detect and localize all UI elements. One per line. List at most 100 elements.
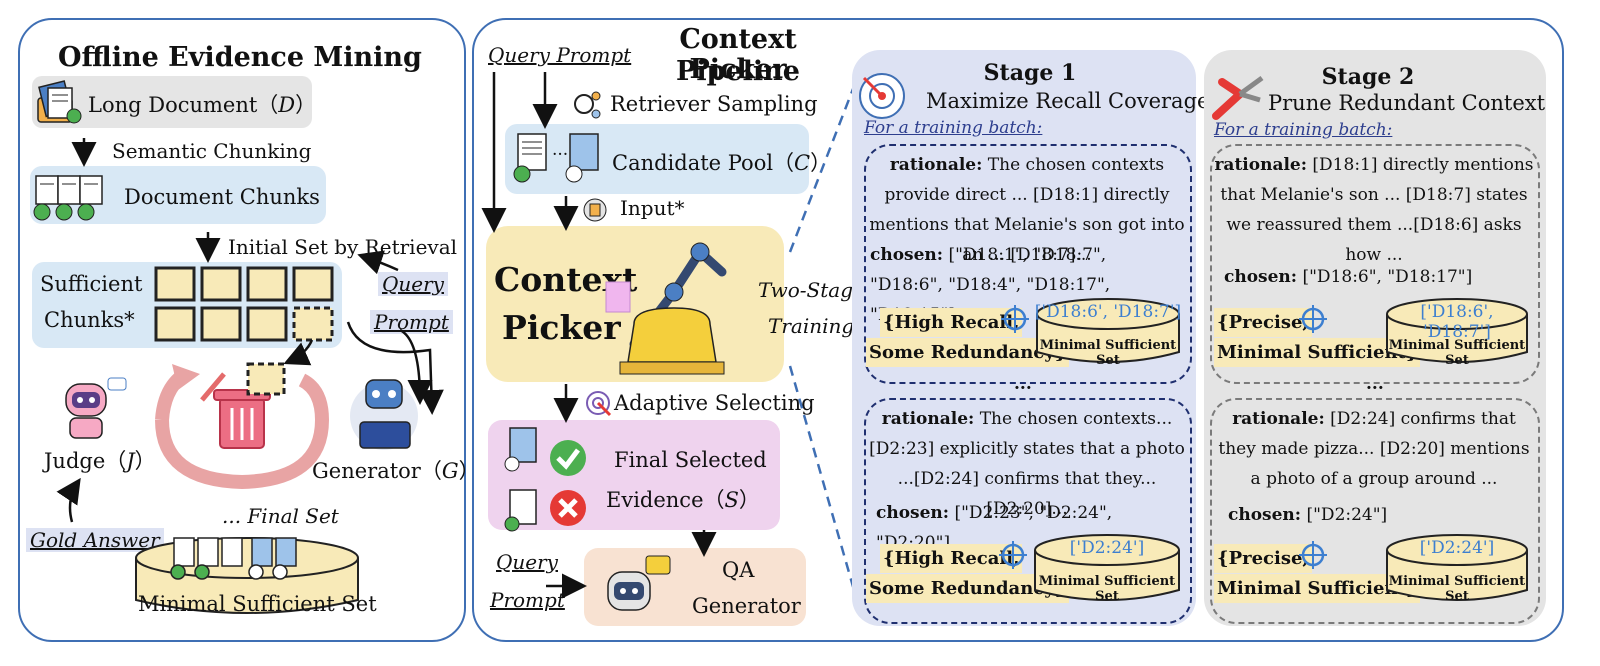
- stage2-box2-set: ['D2:24'] Minimal Sufficient Set: [1384, 532, 1530, 606]
- qa-label-1: QA: [722, 558, 755, 582]
- stage2-subtitle: Prune Redundant Context: [1268, 91, 1546, 115]
- document-chunks-icon: [32, 170, 112, 226]
- stage1-box1-tag-1: {High Recall,: [880, 308, 1023, 337]
- stage1-box1-rationale: rationale: The chosen contexts provide d…: [868, 150, 1186, 270]
- rationale-text: The chosen contexts... [D2:23] explicitl…: [869, 409, 1185, 519]
- chosen-text: ["D2:24"]: [1301, 505, 1388, 525]
- pruning-shears-icon: [1210, 72, 1266, 122]
- set-label: Minimal Sufficient Set: [1038, 574, 1176, 604]
- cross-icon: [548, 488, 588, 528]
- stage1-box2-tag-1: {High Recall,: [880, 544, 1023, 573]
- judge-robot-icon: [52, 374, 132, 442]
- minimal-set-label: Minimal Sufficient Set: [138, 592, 377, 616]
- rationale-text: [D2:24] confirms that they made pizza...…: [1218, 409, 1530, 489]
- stage2-box1: [1210, 144, 1540, 384]
- crosshair-icon: [998, 540, 1028, 570]
- stage1-dots: ...: [1014, 374, 1032, 394]
- sufficient-chunks-label-1: Sufficient: [40, 272, 143, 296]
- stage2-box1-tag-1: {Precise,: [1214, 308, 1312, 337]
- left-prompt-label: Prompt: [370, 310, 453, 334]
- crosshair-icon: [1298, 540, 1328, 570]
- qa-label-2: Generator: [692, 594, 801, 618]
- stage1-subtitle: Maximize Recall Coverage: [926, 89, 1210, 113]
- selected-docs-icon: [500, 424, 546, 532]
- query-prompt-label: Query Prompt: [488, 43, 632, 67]
- two-stage-label-1: Two-Stage: [758, 278, 865, 302]
- stage1-batch-label: For a training batch:: [864, 118, 1043, 138]
- stage1-box2-rationale: rationale: The chosen contexts... [D2:23…: [868, 404, 1186, 524]
- chosen-label: chosen:: [1228, 505, 1302, 525]
- chosen-label: chosen:: [1224, 267, 1298, 287]
- set-value: ['D18:6', 'D18:7']: [1034, 302, 1182, 322]
- rationale-label: rationale:: [889, 155, 983, 175]
- rationale-label: rationale:: [1214, 155, 1308, 175]
- set-label: Minimal Sufficient Set: [1039, 338, 1177, 368]
- final-chunks-icon: [170, 534, 310, 584]
- two-stage-label-2: Training: [768, 314, 855, 338]
- input-label: Input*: [620, 196, 685, 220]
- context-picker-label-2: Picker: [502, 308, 621, 347]
- stage2-box2-rationale: rationale: [D2:24] confirms that they ma…: [1214, 404, 1534, 494]
- adaptive-selecting-label: Adaptive Selecting: [614, 391, 815, 415]
- long-document-label: Long Document（𝐷）: [88, 93, 317, 117]
- rationale-text: The chosen contexts provide direct ... […: [869, 155, 1185, 265]
- pipeline-title-2: Pipeline: [676, 56, 800, 87]
- chosen-label: chosen:: [870, 245, 944, 265]
- generator-robot-icon: [344, 372, 428, 452]
- gold-answer-label: Gold Answer: [26, 528, 164, 552]
- candidate-pool-label: Candidate Pool（𝐶）: [612, 151, 832, 175]
- recycle-trash-icon: [142, 360, 332, 490]
- set-value: ['D2:24']: [1069, 538, 1145, 558]
- initial-set-label: Initial Set by Retrieval: [228, 235, 458, 259]
- stage2-box2-chosen: chosen: ["D2:24"]: [1228, 500, 1528, 530]
- stage2-box1-chosen: chosen: ["D18:6", "D18:17"]: [1224, 262, 1524, 292]
- stage2-box2-tag-1: {Precise,: [1214, 544, 1312, 573]
- set-value: ['D2:24']: [1419, 538, 1495, 558]
- offline-mining-title: Offline Evidence Mining: [58, 42, 422, 73]
- stage2-box2: [1210, 398, 1540, 624]
- stage2-title: Stage 2: [1321, 64, 1415, 90]
- rationale-label: rationale:: [1232, 409, 1325, 429]
- adaptive-icon: [584, 389, 614, 419]
- final-selected-label-2: Evidence（𝑆）: [606, 488, 760, 512]
- document-chunks-label: Document Chunks: [124, 185, 320, 209]
- sufficient-chunks-label-2: Chunks*: [44, 308, 135, 332]
- stage1-box1-tag-2: Some Redundancy}: [866, 338, 1070, 367]
- qa-robot-icon: [600, 552, 680, 622]
- semantic-chunking-label: Semantic Chunking: [112, 139, 312, 163]
- crosshair-icon: [1000, 304, 1030, 334]
- document-icon: [34, 80, 84, 126]
- stage2-box1-rationale: rationale: [D18:1] directly mentions tha…: [1214, 150, 1534, 270]
- stage1-title: Stage 1: [983, 60, 1077, 86]
- retriever-sampling-label: Retriever Sampling: [610, 92, 818, 116]
- mid-prompt-label: Prompt: [490, 588, 565, 612]
- retriever-icon: [572, 90, 604, 120]
- target-radar-icon: [856, 70, 910, 122]
- chunk-grid: [152, 264, 340, 348]
- set-label: Minimal Sufficient Set: [1388, 338, 1526, 368]
- chosen-text: ["D18:6", "D18:17"]: [1297, 267, 1473, 287]
- robot-arm-icon: [604, 232, 738, 378]
- stage2-box1-set: ['D18:6', 'D18:7'] Minimal Sufficient Se…: [1384, 296, 1530, 368]
- set-label: Minimal Sufficient Set: [1388, 574, 1526, 604]
- candidate-ellipsis: ...: [552, 140, 569, 160]
- input-icon: [582, 197, 608, 223]
- candidate-pool-box: [505, 124, 809, 194]
- stage1-box1-set: ['D18:6', 'D18:7'] Minimal Sufficient Se…: [1034, 296, 1182, 368]
- generator-label: Generator（𝐺）: [312, 459, 480, 483]
- pipeline-title-1: Context Picker: [679, 24, 797, 85]
- stage1-box1: [864, 144, 1192, 384]
- set-value: ['D18:6', 'D18:7']: [1420, 302, 1494, 342]
- rationale-label: rationale:: [881, 409, 975, 429]
- candidate-docs-icon: [512, 128, 608, 190]
- check-icon: [548, 438, 588, 478]
- stage1-box2-set: ['D2:24'] Minimal Sufficient Set: [1032, 532, 1182, 606]
- final-selected-label-1: Final Selected: [614, 448, 767, 472]
- judge-label: Judge（𝐽）: [44, 449, 156, 473]
- stage2-batch-label: For a training batch:: [1214, 120, 1393, 140]
- stage1-box2: [864, 398, 1192, 624]
- chosen-label: chosen:: [876, 503, 950, 523]
- final-set-label: ... Final Set: [222, 504, 339, 528]
- left-query-label: Query: [378, 272, 448, 296]
